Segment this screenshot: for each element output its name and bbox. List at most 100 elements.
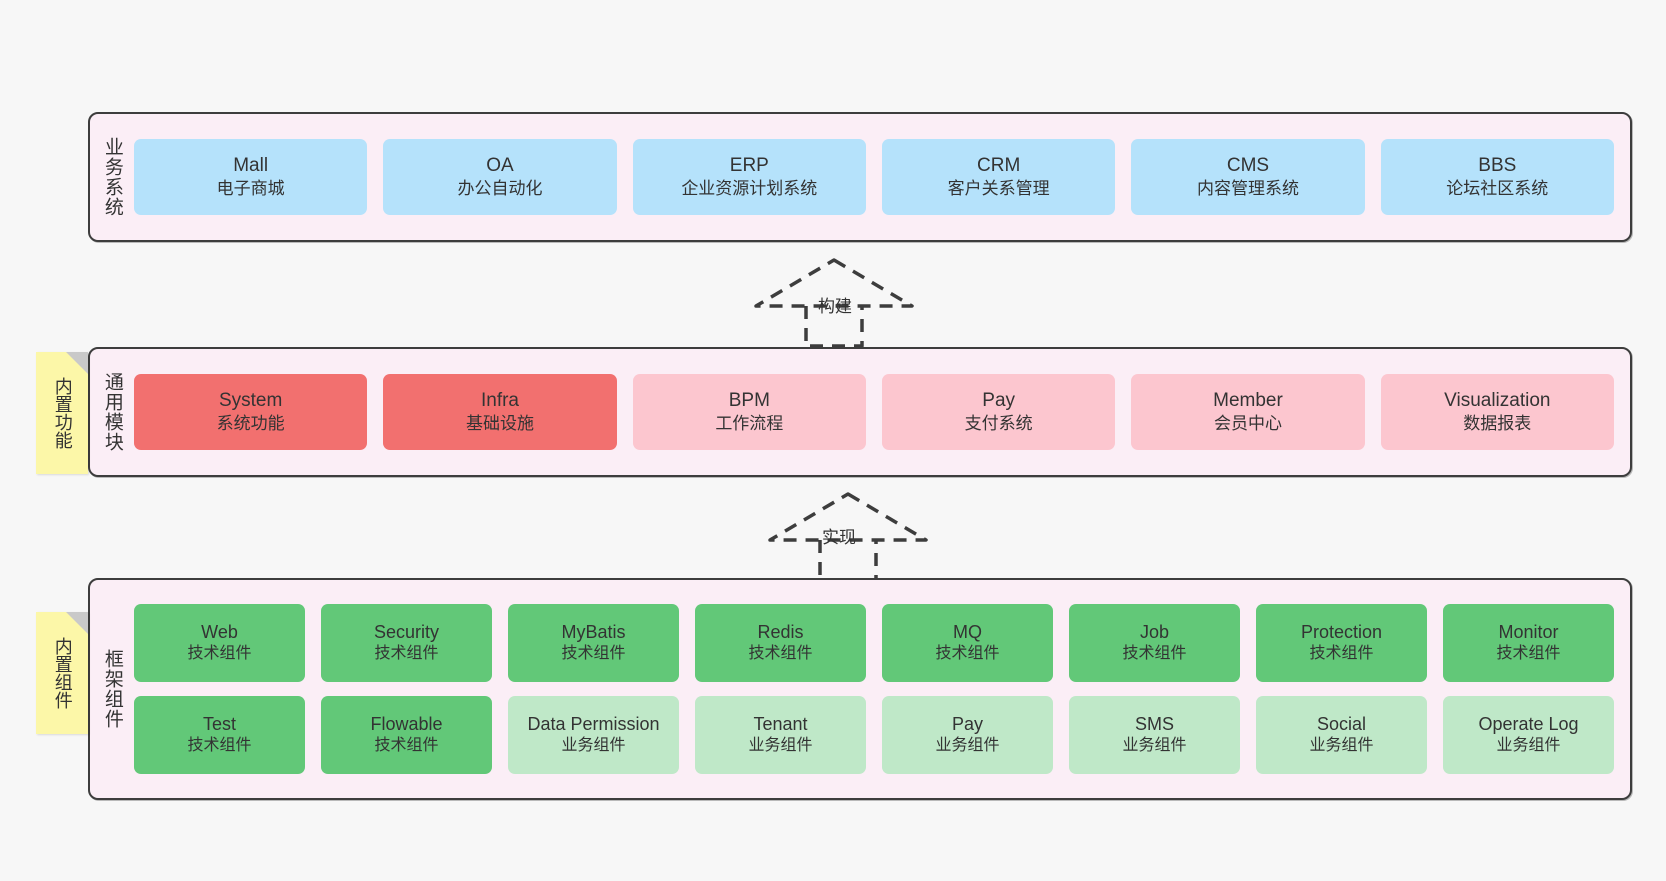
card-monitor[interactable]: Monitor 技术组件	[1443, 604, 1614, 682]
card-redis[interactable]: Redis 技术组件	[695, 604, 866, 682]
layer-business-systems: 业务系统 Mall 电子商城 OA 办公自动化 ERP 企业资源计划系统 CRM…	[88, 112, 1632, 242]
card-title: Flowable	[370, 714, 443, 735]
card-title: Job	[1139, 622, 1170, 643]
layer-framework-components: 框架组件 Web 技术组件 Security 技术组件 MyBatis 技术组件…	[88, 578, 1632, 800]
card-subtitle: 基础设施	[465, 414, 534, 434]
card-subtitle: 系统功能	[216, 414, 285, 434]
card-subtitle: 客户关系管理	[947, 179, 1050, 199]
card-bpm[interactable]: BPM 工作流程	[632, 374, 866, 450]
card-title: Pay	[951, 714, 984, 735]
layer-body-framework-components: Web 技术组件 Security 技术组件 MyBatis 技术组件 Redi…	[134, 580, 1630, 798]
sticky-note-text: 内置功能	[52, 377, 73, 449]
card-title: Mall	[233, 154, 269, 176]
card-mq[interactable]: MQ 技术组件	[882, 604, 1053, 682]
card-subtitle: 技术组件	[374, 737, 439, 755]
card-title: System	[218, 389, 283, 411]
card-title: BBS	[1478, 154, 1517, 176]
card-subtitle: 技术组件	[1496, 645, 1561, 663]
connector-implement-label: 实现	[822, 528, 856, 547]
card-row: Test 技术组件 Flowable 技术组件 Data Permission …	[134, 696, 1614, 774]
card-subtitle: 工作流程	[715, 414, 784, 434]
connector-build-label: 构建	[818, 297, 852, 316]
card-row: Mall 电子商城 OA 办公自动化 ERP 企业资源计划系统 CRM 客户关系…	[134, 139, 1614, 215]
card-title: Visualization	[1444, 389, 1551, 411]
layer-label-common-modules: 通用模块	[101, 372, 123, 452]
card-subtitle: 技术组件	[1122, 645, 1187, 663]
card-subtitle: 技术组件	[187, 645, 252, 663]
card-row: System 系统功能 Infra 基础设施 BPM 工作流程 Pay 支付系统…	[134, 374, 1614, 450]
card-job[interactable]: Job 技术组件	[1069, 604, 1240, 682]
card-title: Social	[1316, 714, 1367, 735]
card-mybatis[interactable]: MyBatis 技术组件	[508, 604, 679, 682]
sticky-note-builtin-function: 内置功能	[36, 352, 88, 474]
card-visualization[interactable]: Visualization 数据报表	[1380, 374, 1614, 450]
card-title: OA	[486, 154, 514, 176]
card-subtitle: 论坛社区系统	[1446, 179, 1549, 199]
sticky-note-builtin-component: 内置组件	[36, 612, 88, 734]
card-tenant[interactable]: Tenant 业务组件	[695, 696, 866, 774]
layer-body-business-systems: Mall 电子商城 OA 办公自动化 ERP 企业资源计划系统 CRM 客户关系…	[134, 114, 1630, 240]
card-subtitle: 技术组件	[1309, 645, 1374, 663]
card-member[interactable]: Member 会员中心	[1131, 374, 1365, 450]
card-subtitle: 业务组件	[1496, 737, 1561, 755]
card-title: MQ	[953, 622, 982, 643]
card-data-permission[interactable]: Data Permission 业务组件	[508, 696, 679, 774]
card-cms[interactable]: CMS 内容管理系统	[1131, 139, 1365, 215]
card-subtitle: 业务组件	[935, 737, 1000, 755]
card-title: Member	[1213, 389, 1283, 411]
card-system[interactable]: System 系统功能	[134, 374, 368, 450]
card-title: Infra	[480, 389, 519, 411]
card-subtitle: 业务组件	[1309, 737, 1374, 755]
card-pay[interactable]: Pay 支付系统	[881, 374, 1116, 450]
card-subtitle: 业务组件	[748, 737, 813, 755]
card-subtitle: 技术组件	[187, 737, 252, 755]
card-subtitle: 业务组件	[1122, 737, 1187, 755]
card-crm[interactable]: CRM 客户关系管理	[881, 139, 1116, 215]
card-subtitle: 技术组件	[561, 645, 626, 663]
layer-label-business-systems: 业务系统	[101, 137, 123, 217]
card-title: Monitor	[1498, 622, 1559, 643]
card-security[interactable]: Security 技术组件	[321, 604, 492, 682]
card-title: Redis	[757, 622, 804, 643]
card-title: Tenant	[753, 714, 808, 735]
card-test[interactable]: Test 技术组件	[134, 696, 305, 774]
card-subtitle: 技术组件	[935, 645, 1000, 663]
card-protection[interactable]: Protection 技术组件	[1256, 604, 1427, 682]
card-title: BPM	[728, 389, 770, 411]
card-subtitle: 支付系统	[964, 414, 1033, 434]
card-subtitle: 会员中心	[1213, 414, 1282, 434]
card-erp[interactable]: ERP 企业资源计划系统	[632, 139, 866, 215]
card-subtitle: 数据报表	[1463, 414, 1532, 434]
card-title: SMS	[1134, 714, 1174, 735]
card-title: ERP	[729, 154, 769, 176]
card-social[interactable]: Social 业务组件	[1256, 696, 1427, 774]
card-title: MyBatis	[561, 622, 626, 643]
card-title: Web	[201, 622, 238, 643]
card-subtitle: 业务组件	[561, 737, 626, 755]
card-flowable[interactable]: Flowable 技术组件	[321, 696, 492, 774]
card-title: Security	[373, 622, 440, 643]
card-web[interactable]: Web 技术组件	[134, 604, 305, 682]
page-fold-icon	[66, 352, 88, 374]
card-subtitle: 技术组件	[748, 645, 813, 663]
card-operate-log[interactable]: Operate Log 业务组件	[1443, 696, 1614, 774]
layer-common-modules: 通用模块 System 系统功能 Infra 基础设施 BPM 工作流程 Pay…	[88, 347, 1632, 477]
layer-label-framework-components: 框架组件	[101, 649, 123, 729]
card-subtitle: 技术组件	[374, 645, 439, 663]
card-sms[interactable]: SMS 业务组件	[1069, 696, 1240, 774]
card-title: Test	[202, 714, 236, 735]
card-pay-business[interactable]: Pay 业务组件	[882, 696, 1053, 774]
card-row: Web 技术组件 Security 技术组件 MyBatis 技术组件 Redi…	[134, 604, 1614, 682]
card-mall[interactable]: Mall 电子商城	[134, 139, 368, 215]
card-oa[interactable]: OA 办公自动化	[383, 139, 617, 215]
card-title: Protection	[1300, 622, 1383, 643]
card-subtitle: 办公自动化	[457, 179, 543, 199]
sticky-note-text: 内置组件	[52, 637, 73, 709]
card-subtitle: 内容管理系统	[1196, 179, 1299, 199]
card-title: Data Permission	[527, 714, 660, 735]
card-title: Pay	[982, 389, 1016, 411]
page-fold-icon	[66, 612, 88, 634]
card-bbs[interactable]: BBS 论坛社区系统	[1380, 139, 1614, 215]
card-infra[interactable]: Infra 基础设施	[383, 374, 617, 450]
